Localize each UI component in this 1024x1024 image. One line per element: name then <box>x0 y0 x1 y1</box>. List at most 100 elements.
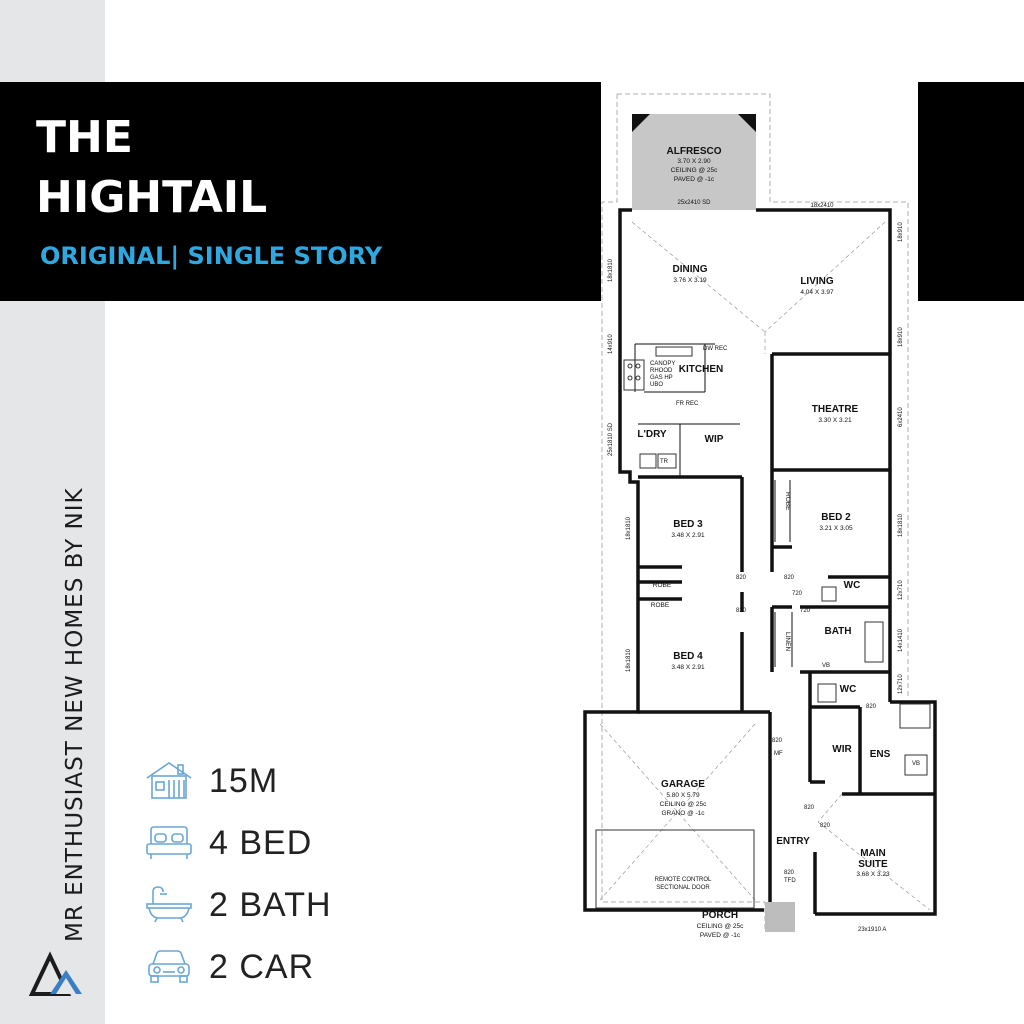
side-brand-text: MR ENTHUSIAST NEW HOMES BY NIK <box>62 487 88 942</box>
partition-lines <box>634 343 793 667</box>
porch-label: PORCH <box>702 910 738 921</box>
door-820-f: 820 <box>804 805 815 811</box>
alfresco-paved: PAVED @ -1c <box>674 176 715 183</box>
garage-dims: 5.80 X 5.79 <box>666 792 700 799</box>
gashp-note: GAS HP <box>650 375 673 381</box>
window-bottom-note: 23x1910 A <box>858 927 886 933</box>
title-line-2: HIGHTAIL <box>36 172 268 223</box>
porch-ceiling: CEILING @ 25c <box>697 923 744 930</box>
door-820-a: 820 <box>736 575 747 581</box>
wip-label: WIP <box>705 434 724 445</box>
spec-label: 4 BED <box>209 824 313 862</box>
vb-note-2: VB <box>912 761 920 767</box>
ceiling-lines <box>599 221 931 911</box>
robe-label-bed3: ROBE <box>653 582 672 589</box>
laundry-label: L'DRY <box>637 429 667 440</box>
dw-rec-note: DW REC <box>703 346 728 352</box>
main-suite-dims: 3.68 X 3.23 <box>856 871 890 878</box>
robe-label-bed2: ROBE <box>784 492 791 511</box>
right-banner <box>918 82 1024 301</box>
theatre-dims: 3.30 X 3.21 <box>818 417 852 424</box>
door-820-e: 820 <box>772 738 783 744</box>
living-dims: 4.04 X 3.97 <box>800 289 834 296</box>
window-note-4: 18x1810 <box>626 516 632 540</box>
bed-icon <box>146 826 192 859</box>
mf-note: MF <box>774 751 783 757</box>
page-title: THE HIGHTAIL <box>36 108 267 228</box>
fr-rec-note: FR REC <box>676 401 699 407</box>
window-note-8: 6x2410 <box>898 407 904 427</box>
theatre-label: THEATRE <box>812 404 859 415</box>
linen-label: LINEN <box>784 632 791 651</box>
wir-label: WIR <box>832 744 852 755</box>
canopy-note: CANOPY <box>650 361 675 367</box>
window-note-1: 18x1810 <box>608 258 614 282</box>
alfresco-ceiling: CEILING @ 25c <box>671 167 718 174</box>
garage-label: GARAGE <box>661 779 705 790</box>
tfd-note: TFD <box>784 878 796 884</box>
door-820-h: 820 <box>820 823 831 829</box>
spec-label: 2 CAR <box>209 948 315 986</box>
entry-label: ENTRY <box>776 836 810 847</box>
car-icon <box>148 950 190 983</box>
wc-label-2: WC <box>840 684 857 695</box>
window-note-11: 14x1410 <box>898 628 904 652</box>
title-banner <box>0 82 601 301</box>
fixtures <box>595 346 931 909</box>
door-820-d: 820 <box>866 704 877 710</box>
site-boundary <box>601 93 909 932</box>
top-window-note: 18x2410 <box>810 203 834 209</box>
spec-label: 2 BATH <box>209 886 332 924</box>
bathtub-icon <box>146 886 192 923</box>
ubo-note: UBO <box>650 382 663 388</box>
window-note-9: 18x1810 <box>898 513 904 537</box>
porch-paved: PAVED @ -1c <box>700 932 741 939</box>
bed4-dims: 3.48 X 2.91 <box>671 664 705 671</box>
spec-label: 15M <box>209 762 279 800</box>
living-label: LIVING <box>800 276 834 287</box>
brand-logo-icon <box>28 951 82 996</box>
door-720-a: 720 <box>792 591 803 597</box>
window-note-5: 18x1810 <box>626 648 632 672</box>
sliding-door-note: 25x2410 SD <box>677 200 711 206</box>
main-suite-label-1: MAIN <box>860 848 886 859</box>
window-note-10: 12x710 <box>898 580 904 600</box>
bath-label: BATH <box>824 626 851 637</box>
door-820-c: 820 <box>784 575 795 581</box>
dining-dims: 3.76 X 3.19 <box>673 277 707 284</box>
ens-label: ENS <box>870 749 891 760</box>
bed2-dims: 3.21 X 3.05 <box>819 525 853 532</box>
window-note-6: 18x910 <box>898 222 904 242</box>
porch-step <box>765 902 795 932</box>
floor-plan: ALFRESCO 3.70 X 2.90 CEILING @ 25c PAVED… <box>583 93 937 939</box>
window-note-2: 14x910 <box>608 334 614 354</box>
robe-label-bed4: ROBE <box>651 602 670 609</box>
door-720-b: 720 <box>800 608 811 614</box>
garage-grano: GRANO @ -1c <box>661 810 705 817</box>
garage-door-note-2: SECTIONAL DOOR <box>656 885 710 891</box>
dining-label: DINING <box>673 264 708 275</box>
garage-ceiling: CEILING @ 25c <box>660 801 707 808</box>
wc-label-1: WC <box>844 580 861 591</box>
window-note-3: 25x1810 SD <box>608 422 614 456</box>
walls <box>583 208 937 916</box>
door-820-b: 820 <box>736 608 747 614</box>
page-subtitle: ORIGINAL| SINGLE STORY <box>40 242 383 270</box>
bed4-label: BED 4 <box>673 651 703 662</box>
house-icon <box>146 762 192 799</box>
bed3-dims: 3.48 X 2.91 <box>671 532 705 539</box>
alfresco-area <box>632 114 756 210</box>
garage-door-note-1: REMOTE CONTROL <box>655 877 712 883</box>
tr-note: TR <box>660 459 669 465</box>
rhood-note: RHOOD <box>650 368 673 374</box>
alfresco-dims: 3.70 X 2.90 <box>677 158 711 165</box>
bed2-label: BED 2 <box>821 512 851 523</box>
door-820-g: 820 <box>784 870 795 876</box>
window-note-12: 12x710 <box>898 674 904 694</box>
vb-note-1: VB <box>822 663 830 669</box>
kitchen-label: KITCHEN <box>679 364 723 375</box>
bed3-label: BED 3 <box>673 519 703 530</box>
title-line-1: THE <box>36 112 133 163</box>
alfresco-label: ALFRESCO <box>667 146 722 157</box>
window-note-7: 18x910 <box>898 327 904 347</box>
